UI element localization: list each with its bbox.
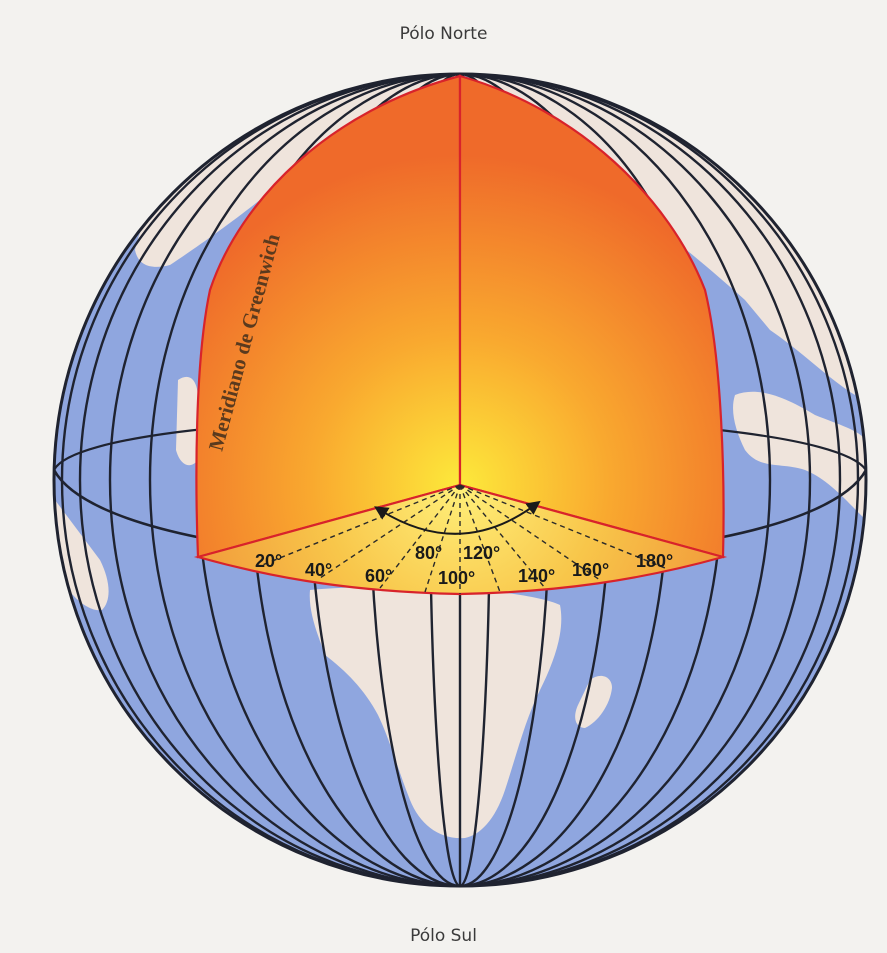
meridian-180-plane xyxy=(458,74,725,559)
angle-label-120: 120° xyxy=(463,543,500,563)
angle-label-160: 160° xyxy=(572,560,609,580)
land-sahara-west xyxy=(176,376,198,466)
angle-arc xyxy=(374,500,541,535)
land-madagascar xyxy=(575,675,612,728)
south-pole-label: Pólo Sul xyxy=(410,926,477,946)
angle-label-60: 60° xyxy=(365,566,392,586)
angle-label-40: 40° xyxy=(305,560,332,580)
angle-label-180: 180° xyxy=(636,551,673,571)
angle-label-140: 140° xyxy=(518,566,555,586)
angle-label-100: 100° xyxy=(438,568,475,588)
angle-label-20: 20° xyxy=(255,551,282,571)
land-north-west xyxy=(135,74,460,267)
greenwich-plane xyxy=(195,74,462,559)
angle-label-80: 80° xyxy=(415,543,442,563)
north-pole-label: Pólo Norte xyxy=(399,24,488,44)
globe-outline xyxy=(52,72,868,888)
